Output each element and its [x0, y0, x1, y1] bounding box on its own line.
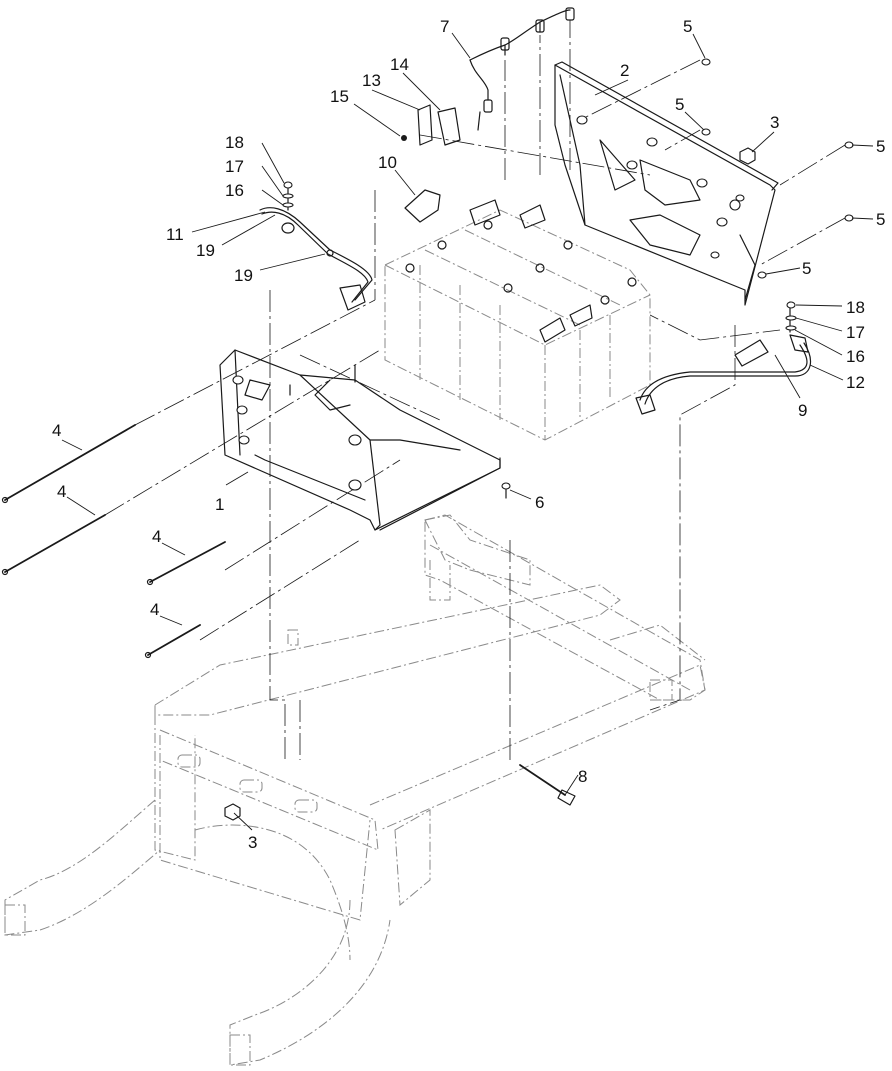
tie-rods: [1, 424, 226, 659]
callout-5: 5: [683, 17, 692, 36]
leader-lines: [61, 32, 874, 831]
callout-11: 11: [166, 225, 184, 244]
callout-4: 4: [57, 482, 66, 501]
callout-19: 19: [196, 241, 215, 260]
hardware: [224, 58, 854, 821]
callout-4: 4: [52, 421, 61, 440]
callout-13: 13: [362, 71, 381, 90]
callout-6: 6: [535, 493, 544, 512]
callout-4: 4: [152, 527, 161, 546]
callout-16: 16: [225, 181, 244, 200]
callout-1: 1: [215, 495, 224, 514]
callout-17: 17: [846, 323, 865, 342]
machine-frame: [4, 514, 706, 1066]
callout-18: 18: [225, 133, 244, 152]
terminal-cap: [404, 189, 441, 223]
callout-10: 10: [378, 153, 397, 172]
battery-tray: [219, 349, 501, 531]
callout-5: 5: [802, 259, 811, 278]
battery-bracket: [554, 61, 779, 306]
positive-cable: [635, 334, 812, 415]
callout-14: 14: [390, 55, 409, 74]
battery-pack: [384, 199, 651, 441]
callout-8: 8: [578, 767, 587, 786]
terminal-bracket: [401, 104, 461, 146]
callout-2: 2: [620, 61, 629, 80]
callout-19: 19: [234, 266, 253, 285]
callout-16: 16: [846, 347, 865, 366]
negative-cable: [259, 207, 373, 311]
callout-9: 9: [798, 401, 807, 420]
callout-7: 7: [440, 17, 449, 36]
callout-3: 3: [770, 113, 779, 132]
assembly-centerlines: [104, 20, 846, 760]
callout-15: 15: [330, 87, 349, 106]
callout-17: 17: [225, 157, 244, 176]
callout-12: 12: [846, 373, 865, 392]
callout-5: 5: [675, 95, 684, 114]
callout-5: 5: [876, 210, 885, 229]
jumper-harness: [469, 7, 575, 131]
callout-18: 18: [846, 298, 865, 317]
callout-labels: 1 2 3 3 4 4 4 4 5 5 5 5 5 6 7 8 9 10 11 …: [52, 17, 885, 852]
callout-5: 5: [876, 137, 885, 156]
callout-4: 4: [150, 600, 159, 619]
callout-3: 3: [248, 833, 257, 852]
